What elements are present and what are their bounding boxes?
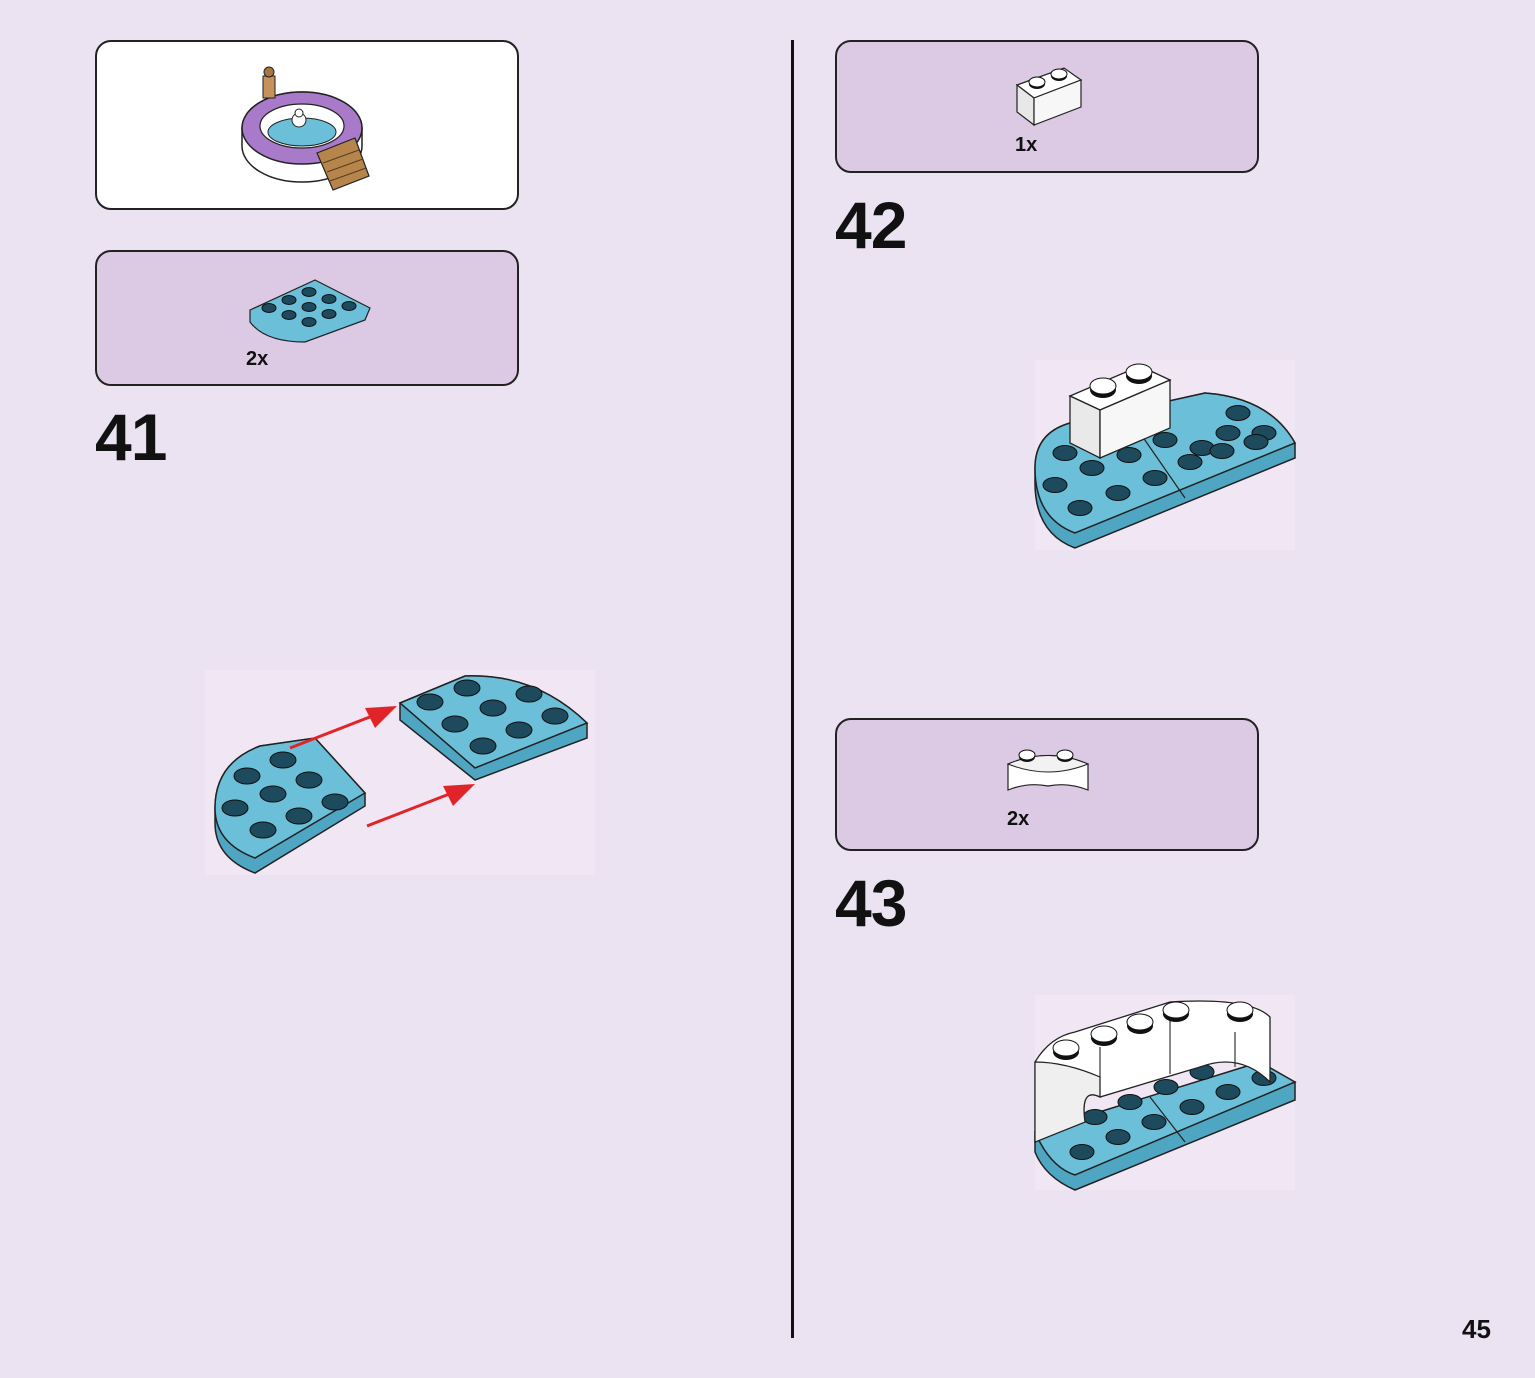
step-number: 43 bbox=[835, 866, 907, 940]
step-42-assembly-illustration bbox=[1034, 363, 1297, 549]
page-number: 45 bbox=[1462, 1314, 1491, 1344]
step-number: 41 bbox=[95, 400, 167, 474]
blue-round-corner-plate-icon bbox=[249, 279, 371, 343]
step-number: 42 bbox=[835, 188, 907, 262]
part-quantity: 2x bbox=[246, 348, 269, 370]
overview-model-image bbox=[241, 66, 370, 191]
step-43-assembly-illustration bbox=[1033, 1000, 1297, 1191]
parts-box-step-42: 1x bbox=[835, 40, 1259, 173]
parts-box-step-43: 2x bbox=[835, 718, 1259, 851]
part-quantity: 2x bbox=[1007, 808, 1030, 830]
white-round-corner-brick-icon bbox=[1006, 749, 1090, 791]
column-divider bbox=[791, 40, 794, 1338]
white-brick-1x2-icon bbox=[1015, 67, 1083, 127]
step-41-assembly-illustration bbox=[214, 675, 589, 874]
part-quantity: 1x bbox=[1015, 134, 1038, 156]
parts-box-step-41: 2x bbox=[95, 250, 519, 386]
overview-panel bbox=[95, 40, 519, 210]
